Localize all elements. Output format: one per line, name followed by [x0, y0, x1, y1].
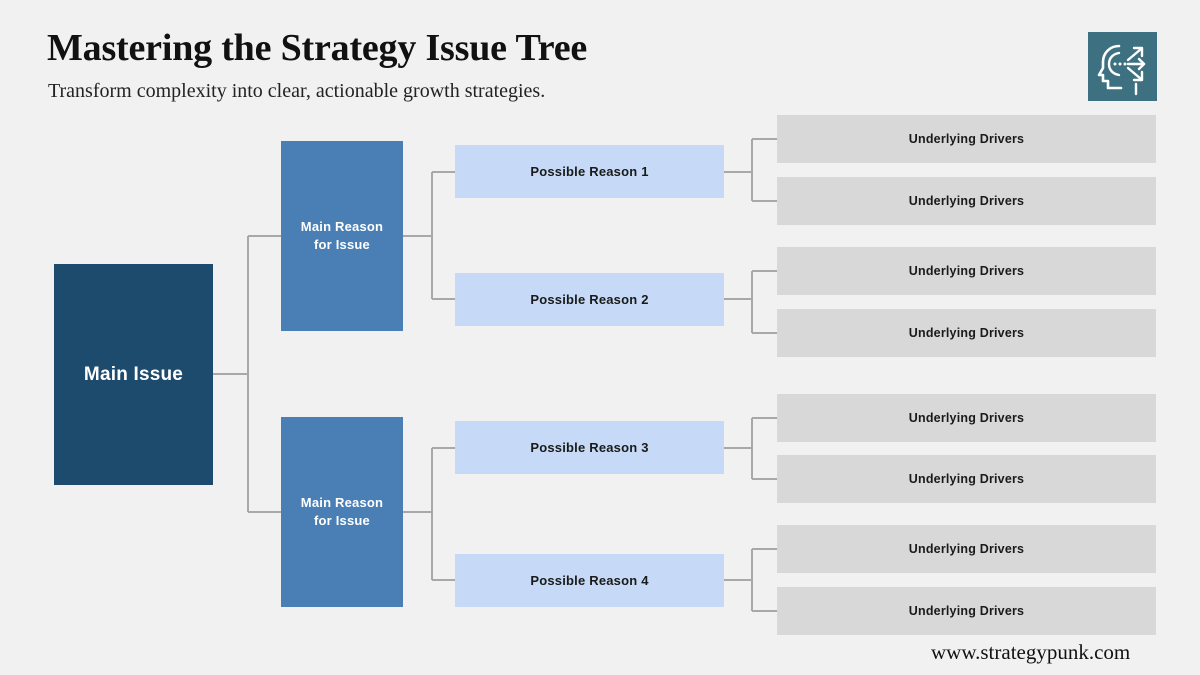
node-main-reason-2[interactable]: Main Reason for Issue	[281, 417, 403, 607]
node-driver-3-label: Underlying Drivers	[908, 264, 1025, 278]
node-driver-6[interactable]: Underlying Drivers	[777, 455, 1156, 503]
node-driver-6-label: Underlying Drivers	[908, 472, 1025, 486]
node-possible-reason-2-label: Possible Reason 2	[530, 292, 649, 307]
node-main-reason-1[interactable]: Main Reason for Issue	[281, 141, 403, 331]
node-driver-7-label: Underlying Drivers	[908, 542, 1025, 556]
node-driver-5[interactable]: Underlying Drivers	[777, 394, 1156, 442]
node-possible-reason-4[interactable]: Possible Reason 4	[455, 554, 724, 607]
node-main-reason-2-label: Main Reason for Issue	[300, 495, 384, 528]
node-driver-1-label: Underlying Drivers	[908, 132, 1025, 146]
brand-logo-badge	[1088, 32, 1157, 101]
node-driver-4-label: Underlying Drivers	[908, 326, 1025, 340]
node-possible-reason-4-label: Possible Reason 4	[530, 573, 649, 588]
node-driver-3[interactable]: Underlying Drivers	[777, 247, 1156, 295]
node-possible-reason-1[interactable]: Possible Reason 1	[455, 145, 724, 198]
head-with-arrows-icon	[1088, 32, 1157, 101]
node-driver-4[interactable]: Underlying Drivers	[777, 309, 1156, 357]
node-driver-8-label: Underlying Drivers	[908, 604, 1025, 618]
node-possible-reason-3[interactable]: Possible Reason 3	[455, 421, 724, 474]
node-main-issue-label: Main Issue	[83, 363, 184, 385]
node-driver-5-label: Underlying Drivers	[908, 411, 1025, 425]
node-possible-reason-1-label: Possible Reason 1	[530, 164, 649, 179]
node-driver-1[interactable]: Underlying Drivers	[777, 115, 1156, 163]
footer-website-url: www.strategypunk.com	[931, 640, 1131, 664]
node-driver-2-label: Underlying Drivers	[908, 194, 1025, 208]
node-driver-7[interactable]: Underlying Drivers	[777, 525, 1156, 573]
node-driver-8[interactable]: Underlying Drivers	[777, 587, 1156, 635]
node-main-issue[interactable]: Main Issue	[54, 264, 213, 485]
node-possible-reason-3-label: Possible Reason 3	[530, 440, 649, 455]
node-possible-reason-2[interactable]: Possible Reason 2	[455, 273, 724, 326]
node-main-reason-1-label: Main Reason for Issue	[300, 219, 384, 252]
node-driver-2[interactable]: Underlying Drivers	[777, 177, 1156, 225]
page-subtitle: Transform complexity into clear, actiona…	[48, 80, 546, 102]
page-title: Mastering the Strategy Issue Tree	[47, 27, 588, 69]
